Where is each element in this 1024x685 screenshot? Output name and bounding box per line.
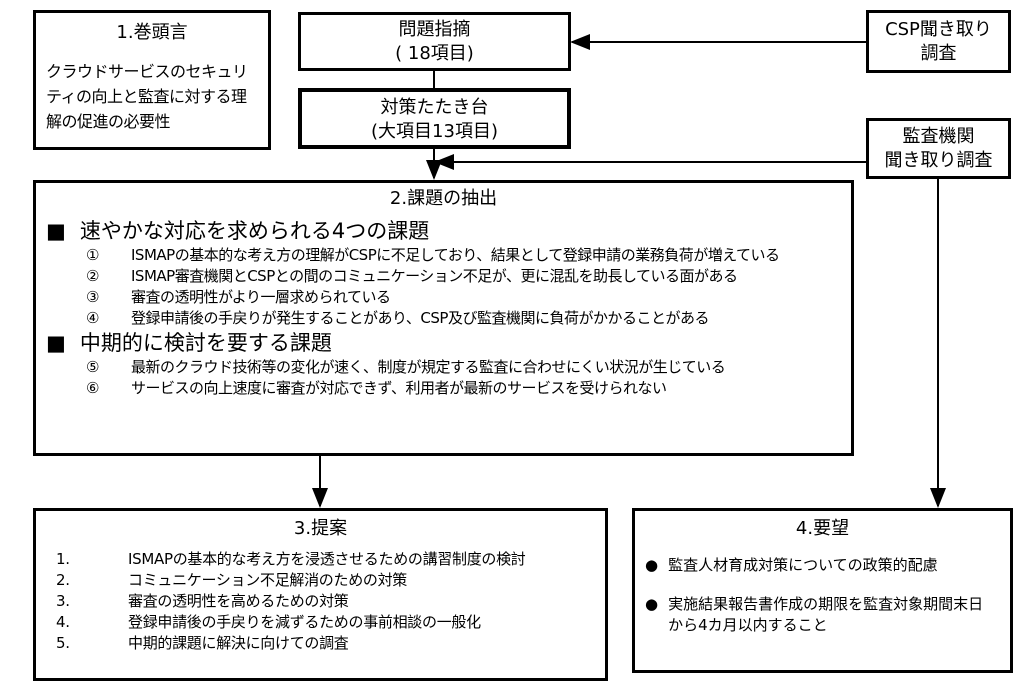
- issue-item: ⑥ サービスの向上速度に審査が対応できず、利用者が最新のサービスを受けられない: [86, 378, 851, 399]
- item-number: 5.: [56, 634, 70, 652]
- item-text: 監査人材育成対策についての政策的配慮: [668, 556, 938, 574]
- issue-item: ② ISMAP審査機関とCSPとの間のコミュニケーション不足が、更に混乱を助長して…: [86, 266, 851, 287]
- measures-box: 対策たたき台 (大項目13項目): [298, 88, 571, 149]
- item-text: 実施結果報告書作成の期限を監査対象期間末日から4カ月以内すること: [668, 595, 984, 634]
- auditor-interview-box: 監査機関 聞き取り調査: [866, 118, 1011, 179]
- item-text: 中期的課題に解決に向けての調査: [128, 634, 349, 652]
- issues-box: 2.課題の抽出 ■ 速やかな対応を求められる4つの課題 ① ISMAPの基本的な考え…: [33, 180, 854, 456]
- issue-item: ③ 審査の透明性がより一層求められている: [86, 287, 851, 308]
- proposal-item: 3. 審査の透明性を高めるための対策: [56, 591, 605, 612]
- item-text: 登録申請後の手戻りを減ずるための事前相談の一般化: [128, 613, 481, 631]
- bullet-icon: ●: [645, 595, 659, 613]
- item-number: ⑥: [86, 379, 99, 397]
- item-text: ISMAPの基本的な考え方の理解がCSPに不足しており、結果として登録申請の業務…: [131, 246, 780, 264]
- preface-body: クラウドサービスのセキュリティの向上と監査に対する理解の促進の必要性: [46, 62, 248, 131]
- item-number: 3.: [56, 592, 70, 610]
- bullet-icon: ●: [645, 556, 659, 574]
- item-text: 登録申請後の手戻りが発生することがあり、CSP及び監査機関に負荷がかかることがあ…: [131, 309, 709, 327]
- item-number: 1.: [56, 550, 70, 568]
- measures-count: (大項目13項目): [371, 121, 498, 142]
- csp-title: CSP聞き取り: [885, 19, 992, 40]
- issue-item: ① ISMAPの基本的な考え方の理解がCSPに不足しており、結果として登録申請の業…: [86, 245, 851, 266]
- issue-group-heading: ■ 中期的に検討を要する課題: [46, 329, 851, 357]
- item-number: 4.: [56, 613, 70, 631]
- proposal-item: 5. 中期的課題に解決に向けての調査: [56, 633, 605, 654]
- item-text: ISMAPの基本的な考え方を浸透させるための講習制度の検討: [128, 550, 526, 568]
- item-text: 審査の透明性を高めるための対策: [128, 592, 349, 610]
- problems-box: 問題指摘 ( 18項目): [298, 12, 571, 71]
- proposal-item: 4. 登録申請後の手戻りを減ずるための事前相談の一般化: [56, 612, 605, 633]
- item-text: 審査の透明性がより一層求められている: [131, 288, 391, 306]
- request-item: ● 実施結果報告書作成の期限を監査対象期間末日から4カ月以内すること: [645, 594, 1010, 636]
- requests-title: 4.要望: [795, 518, 850, 539]
- proposal-title: 3.提案: [293, 518, 348, 539]
- item-number: ④: [86, 309, 99, 327]
- csp-interview-box: CSP聞き取り 調査: [866, 10, 1011, 73]
- request-item: ● 監査人材育成対策についての政策的配慮: [645, 555, 1010, 576]
- problems-title: 問題指摘: [398, 19, 471, 40]
- problems-count: ( 18項目): [395, 43, 474, 64]
- requests-box: 4.要望 ● 監査人材育成対策についての政策的配慮 ● 実施結果報告書作成の期限を監…: [632, 508, 1013, 673]
- preface-title: 1.巻頭言: [116, 22, 188, 43]
- item-number: ②: [86, 267, 99, 285]
- item-text: サービスの向上速度に審査が対応できず、利用者が最新のサービスを受けられない: [131, 379, 667, 397]
- issue-group-heading: ■ 速やかな対応を求められる4つの課題: [46, 217, 851, 245]
- csp-subtitle: 調査: [920, 43, 957, 64]
- heading-text: 速やかな対応を求められる4つの課題: [79, 219, 430, 243]
- issue-item: ④ 登録申請後の手戻りが発生することがあり、CSP及び監査機関に負荷がかかることが…: [86, 308, 851, 329]
- square-bullet-icon: ■: [46, 331, 66, 355]
- item-text: ISMAP審査機関とCSPとの間のコミュニケーション不足が、更に混乱を助長してい…: [131, 267, 738, 285]
- issues-title: 2.課題の抽出: [389, 188, 498, 209]
- auditor-subtitle: 聞き取り調査: [884, 150, 993, 171]
- measures-title: 対策たたき台: [380, 97, 489, 118]
- item-number: ③: [86, 288, 99, 306]
- heading-text: 中期的に検討を要する課題: [79, 331, 332, 355]
- proposal-item: 2. コミュニケーション不足解消のための対策: [56, 570, 605, 591]
- issue-item: ⑤ 最新のクラウド技術等の変化が速く、制度が規定する監査に合わせにくい状況が生じて…: [86, 357, 851, 378]
- item-text: 最新のクラウド技術等の変化が速く、制度が規定する監査に合わせにくい状況が生じてい…: [131, 358, 726, 376]
- item-text: コミュニケーション不足解消のための対策: [128, 571, 408, 589]
- square-bullet-icon: ■: [46, 219, 66, 243]
- preface-box: 1.巻頭言 クラウドサービスのセキュリティの向上と監査に対する理解の促進の必要性: [33, 10, 271, 150]
- item-number: ①: [86, 246, 99, 264]
- item-number: 2.: [56, 571, 70, 589]
- auditor-title: 監査機関: [902, 126, 975, 147]
- proposal-box: 3.提案 1. ISMAPの基本的な考え方を浸透させるための講習制度の検討 2. コ…: [33, 508, 608, 681]
- proposal-item: 1. ISMAPの基本的な考え方を浸透させるための講習制度の検討: [56, 549, 605, 570]
- item-number: ⑤: [86, 358, 99, 376]
